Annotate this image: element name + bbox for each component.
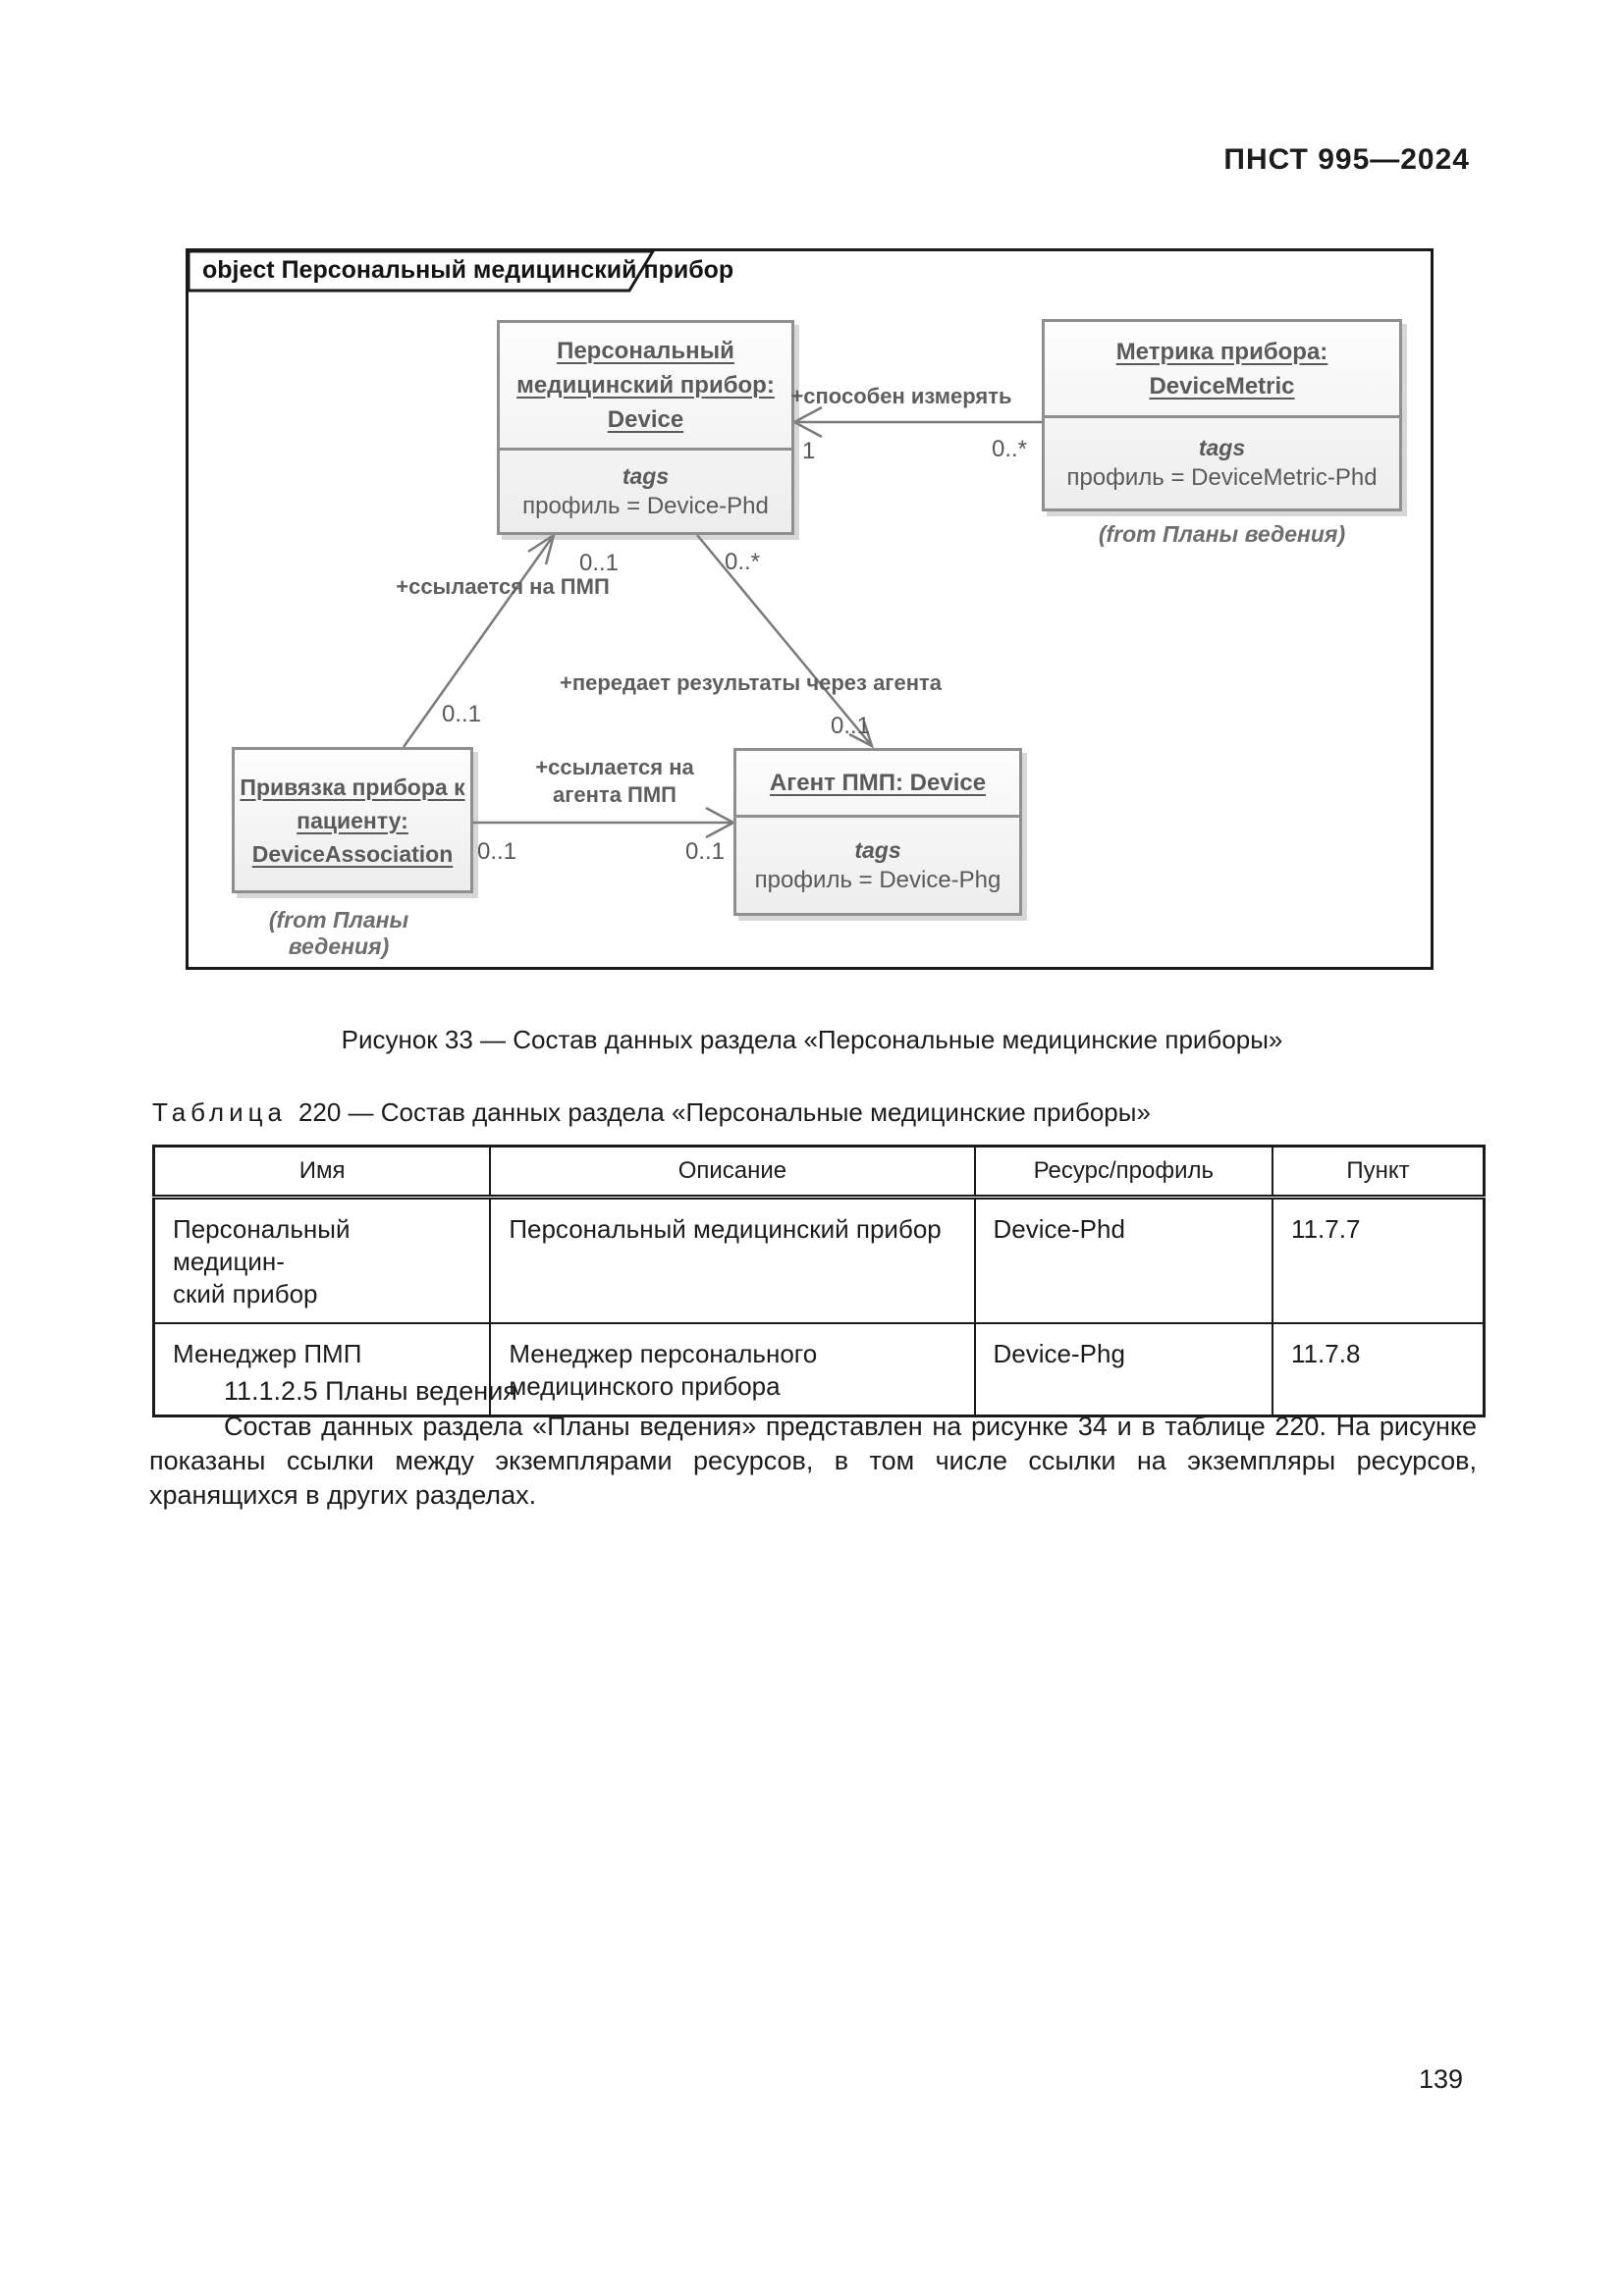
uml-diagram-frame: object Персональный медицинский прибор П… [186,248,1434,970]
table-header-resource: Ресурс/профиль [973,1145,1274,1200]
data-table: Имя Описание Ресурс/профиль Пункт Персон… [152,1145,1486,1417]
connector-refers-pmp-line [402,534,556,748]
cell-resource: Device-Phg [973,1322,1274,1417]
multiplicity-transmits-device: 0..* [725,549,761,575]
multiplicity-refers-agent-assoc: 0..1 [477,838,517,865]
tags-keyword: tags [854,836,901,863]
connector-refers-agent-label: +ссылается на агента ПМП [531,754,698,809]
section-paragraph: Состав данных раздела «Планы ведения» пр… [149,1412,1477,1510]
connector-refers-agent-label-line2: агента ПМП [553,782,677,807]
multiplicity-refers-agent-agent: 0..1 [685,838,726,865]
table-header-description: Описание [489,1145,976,1200]
from-note-device-metric: (from Планы ведения) [1098,521,1346,547]
frame-label-tab [189,251,655,293]
multiplicity-refers-pmp-device: 0..1 [579,550,620,576]
figure-caption: Рисунок 33 — Состав данных раздела «Перс… [341,1025,1283,1054]
page-number: 139 [1418,2064,1463,2094]
connector-refers-pmp-label: +ссылается на ПМП [396,574,610,599]
cell-description: Менеджер персонального медицинского приб… [489,1322,976,1417]
multiplicity-measure-device: 1 [802,438,816,464]
object-box-agent-tags: tags профиль = Device-Phg [736,815,1019,913]
object-box-agent-title: Агент ПМП: Device [769,770,987,796]
cell-clause: 11.7.8 [1272,1322,1486,1417]
object-box-device-metric-title: Метрика прибора: DeviceMetric [1115,338,1328,400]
object-box-device-tags: tags профиль = Device-Phd [500,448,791,532]
section-block: 11.1.2.5 Планы ведения Состав данных раз… [149,1374,1477,1513]
object-box-device-association: Привязка прибора к пациенту: DeviceAssoc… [232,747,473,893]
connector-transmits-arrowhead [848,721,875,749]
connector-transmits-label: +передает результаты через агента [560,670,942,695]
multiplicity-transmits-agent: 0..1 [831,713,871,739]
connector-refers-agent-label-line1: +ссылается на [535,755,694,779]
tag-profile-value: профиль = Device-Phd [522,492,769,519]
object-box-device-metric-tags: tags профиль = DeviceMetric-Phd [1045,415,1399,508]
table-title: Таблица 220 — Состав данных раздела «Перс… [152,1097,1488,1128]
multiplicity-refers-pmp-assoc: 0..1 [442,701,482,727]
tag-profile-value: профиль = Device-Phg [754,866,1001,893]
object-box-device-association-title: Привязка прибора к пациенту: DeviceAssoc… [240,774,465,867]
cell-name: Менеджер ПМП [152,1322,492,1417]
table-title-word: Таблица [152,1097,287,1127]
table-header-row: Имя Описание Ресурс/профиль Пункт [152,1145,1486,1200]
cell-resource: Device-Phd [973,1196,1274,1324]
connector-refers-pmp-arrowhead [527,532,557,565]
frame-label: object Персональный медицинский прибор [202,256,734,284]
cell-description: Персональный медицинский прибор [489,1196,976,1324]
section-heading: 11.1.2.5 Планы ведения [224,1376,517,1406]
connector-measure-arrowhead [791,405,823,439]
table-row: Персональный медицин- ский прибор Персон… [152,1196,1486,1324]
tags-keyword: tags [622,462,670,489]
tag-profile-value: профиль = DeviceMetric-Phd [1066,464,1378,491]
connector-transmits-line [696,534,873,747]
multiplicity-measure-metric: 0..* [992,436,1028,462]
connector-measure-label: +способен измерять [790,384,1012,408]
cell-clause: 11.7.7 [1272,1196,1486,1324]
object-box-device-title: Персональный медицинский прибор: Device [516,338,775,433]
tags-keyword: tags [1198,435,1246,460]
object-box-device: Персональный медицинский прибор: Device … [497,320,794,535]
table-header-name: Имя [152,1145,492,1200]
table-row: Менеджер ПМП Менеджер персонального меди… [152,1322,1486,1417]
table-header-clause: Пункт [1272,1145,1486,1200]
table-title-rest: 220 — Состав данных раздела «Персональны… [298,1097,1151,1127]
document-code-header: ПНСТ 995—2024 [1223,143,1470,176]
from-note-device-association: (from Планы ведения) [268,907,409,959]
diagram-connectors-canvas [189,251,1042,839]
object-box-agent: Агент ПМП: Device tags профиль = Device-… [733,748,1022,916]
object-box-device-metric: Метрика прибора: DeviceMetric tags профи… [1042,319,1402,511]
cell-name: Персональный медицин- ский прибор [152,1196,492,1324]
